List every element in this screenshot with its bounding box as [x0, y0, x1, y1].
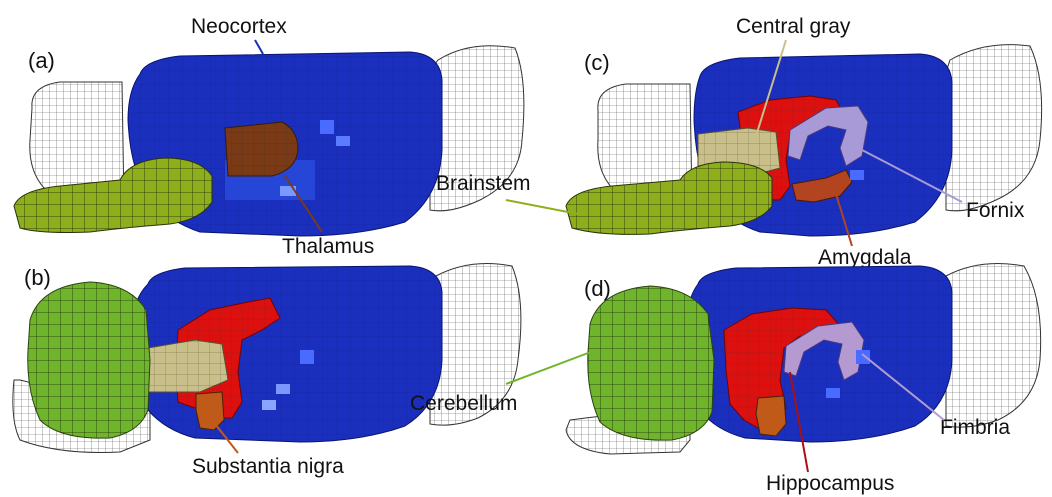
posterior-mesh — [429, 263, 522, 426]
cerebellum-label: Cerebellum — [410, 392, 517, 415]
panel-d-label: (d) — [584, 276, 611, 301]
cerebellum-mesh — [429, 45, 525, 212]
posterior-mesh — [945, 44, 1043, 212]
hippocampus-leader — [789, 371, 809, 473]
panel-a-label: (a) — [28, 48, 55, 73]
thalamus-label: Thalamus — [282, 235, 374, 258]
panel-c-label: (c) — [584, 50, 610, 75]
cerebellum-leader — [505, 349, 597, 385]
fornix-label: Fornix — [966, 199, 1025, 222]
neocortex-label: Neocortex — [191, 15, 287, 38]
fornix-region — [787, 105, 869, 167]
fimbria-label: Fimbria — [940, 416, 1010, 439]
panel-b: (b) Substantia nigra — [12, 263, 522, 478]
central-gray-leader — [755, 39, 787, 137]
panel-d: (d) Cerebellum Fimbria Hippocampus — [410, 263, 1042, 495]
thalamus-leader — [284, 175, 323, 233]
substantia-nigra-region — [195, 391, 225, 431]
brainstem-leader — [505, 199, 579, 215]
panel-c: (c) Central gray Brainstem Fornix Amygda… — [436, 15, 1043, 269]
substantia-nigra-label: Substantia nigra — [192, 455, 344, 478]
substantia-nigra-leader — [211, 419, 239, 454]
panel-a: (a) Neocortex Thalamus — [13, 15, 525, 258]
neocortex-leader — [254, 39, 264, 55]
posterior-mesh — [945, 263, 1042, 428]
amygdala-leader — [835, 193, 853, 247]
fimbria-leader — [861, 353, 945, 421]
brainstem-label: Brainstem — [436, 172, 531, 195]
fornix-leader — [861, 149, 963, 203]
panel-b-label: (b) — [24, 265, 51, 290]
substantia-nigra-region — [755, 395, 787, 437]
central-gray-label: Central gray — [736, 15, 851, 38]
amygdala-label: Amygdala — [818, 246, 912, 269]
fimbria-region — [783, 321, 865, 381]
hippocampus-label: Hippocampus — [766, 472, 894, 495]
